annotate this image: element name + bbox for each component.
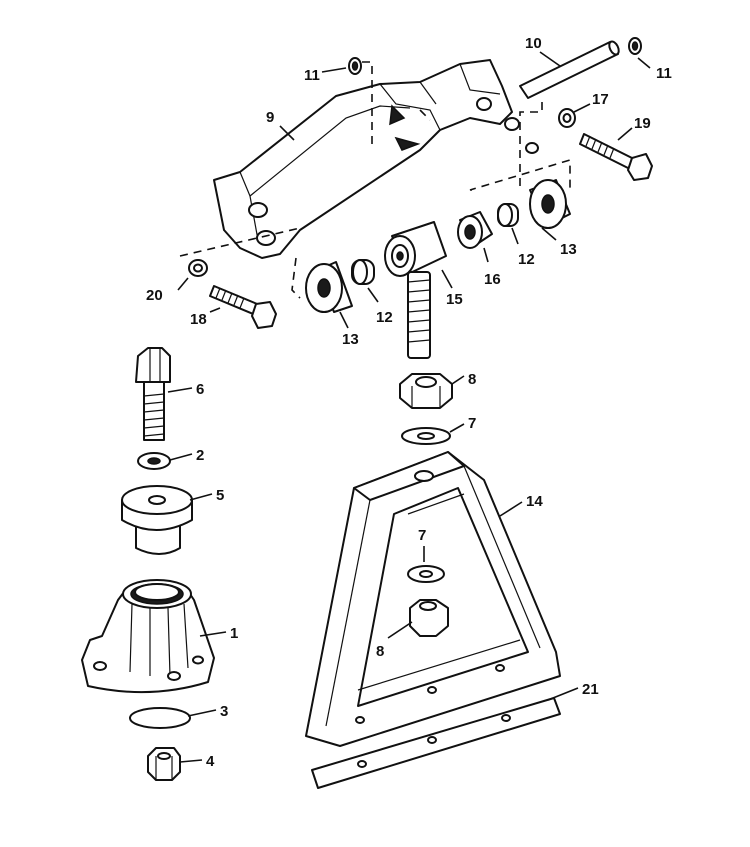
- callout-11-left: 11: [304, 67, 320, 84]
- callout-6: 6: [196, 381, 204, 398]
- washer-17: [558, 108, 576, 128]
- callout-11-right: 11: [656, 65, 672, 82]
- washer-20: [188, 259, 208, 277]
- support-arm-bracket: [213, 59, 539, 259]
- retaining-clip-right: [628, 37, 642, 55]
- washer-3: [129, 707, 191, 729]
- rubber-cushion-5: [121, 485, 193, 555]
- nut-8-upper: [399, 373, 453, 409]
- callout-9: 9: [266, 109, 274, 126]
- callout-3: 3: [220, 703, 228, 720]
- callout-21: 21: [582, 681, 599, 698]
- callout-10: 10: [525, 35, 542, 52]
- callout-12-right: 12: [518, 251, 535, 268]
- bolt-19: [579, 133, 653, 181]
- leader-lines: [167, 51, 651, 763]
- pivot-pin: [519, 40, 620, 99]
- callout-2: 2: [196, 447, 204, 464]
- spacer-12-right: [497, 203, 519, 227]
- washer-2: [137, 452, 171, 470]
- callout-4: 4: [206, 753, 215, 770]
- callout-8-inner: 8: [376, 643, 384, 660]
- callout-14: 14: [526, 493, 543, 510]
- callout-13-left: 13: [342, 331, 359, 348]
- callout-13-right: 13: [560, 241, 577, 258]
- retaining-clip-left: [348, 57, 362, 75]
- callout-15: 15: [446, 291, 463, 308]
- mount-base-1: [81, 579, 215, 694]
- bushing-13-left: [305, 261, 353, 313]
- bolt-18: [209, 285, 277, 329]
- assembly-guide-lines: [179, 61, 571, 299]
- callout-18: 18: [190, 311, 207, 328]
- callout-5: 5: [216, 487, 224, 504]
- callout-7-inner: 7: [418, 527, 426, 544]
- bushing-13-right: [529, 179, 571, 229]
- bolt-6: [135, 347, 171, 441]
- nut-4: [147, 747, 181, 781]
- washer-7-inner: [407, 565, 445, 583]
- callout-19: 19: [634, 115, 651, 132]
- rod-end-15: [384, 221, 447, 359]
- callout-20: 20: [146, 287, 163, 304]
- rubber-bushing-16: [457, 211, 493, 249]
- callout-7-upper: 7: [468, 415, 476, 432]
- callout-1: 1: [230, 625, 238, 642]
- spacer-12-left: [351, 259, 375, 285]
- base-plate-21: [311, 697, 561, 789]
- callout-8-upper: 8: [468, 371, 476, 388]
- callout-12-left: 12: [376, 309, 393, 326]
- nut-8-inner: [409, 599, 449, 637]
- callout-17: 17: [592, 91, 609, 108]
- washer-7-upper: [401, 427, 451, 445]
- callout-labels: 11 11 10 9 17 19 13 12 16 15 12 13 20 18…: [146, 35, 672, 770]
- callout-16: 16: [484, 271, 501, 288]
